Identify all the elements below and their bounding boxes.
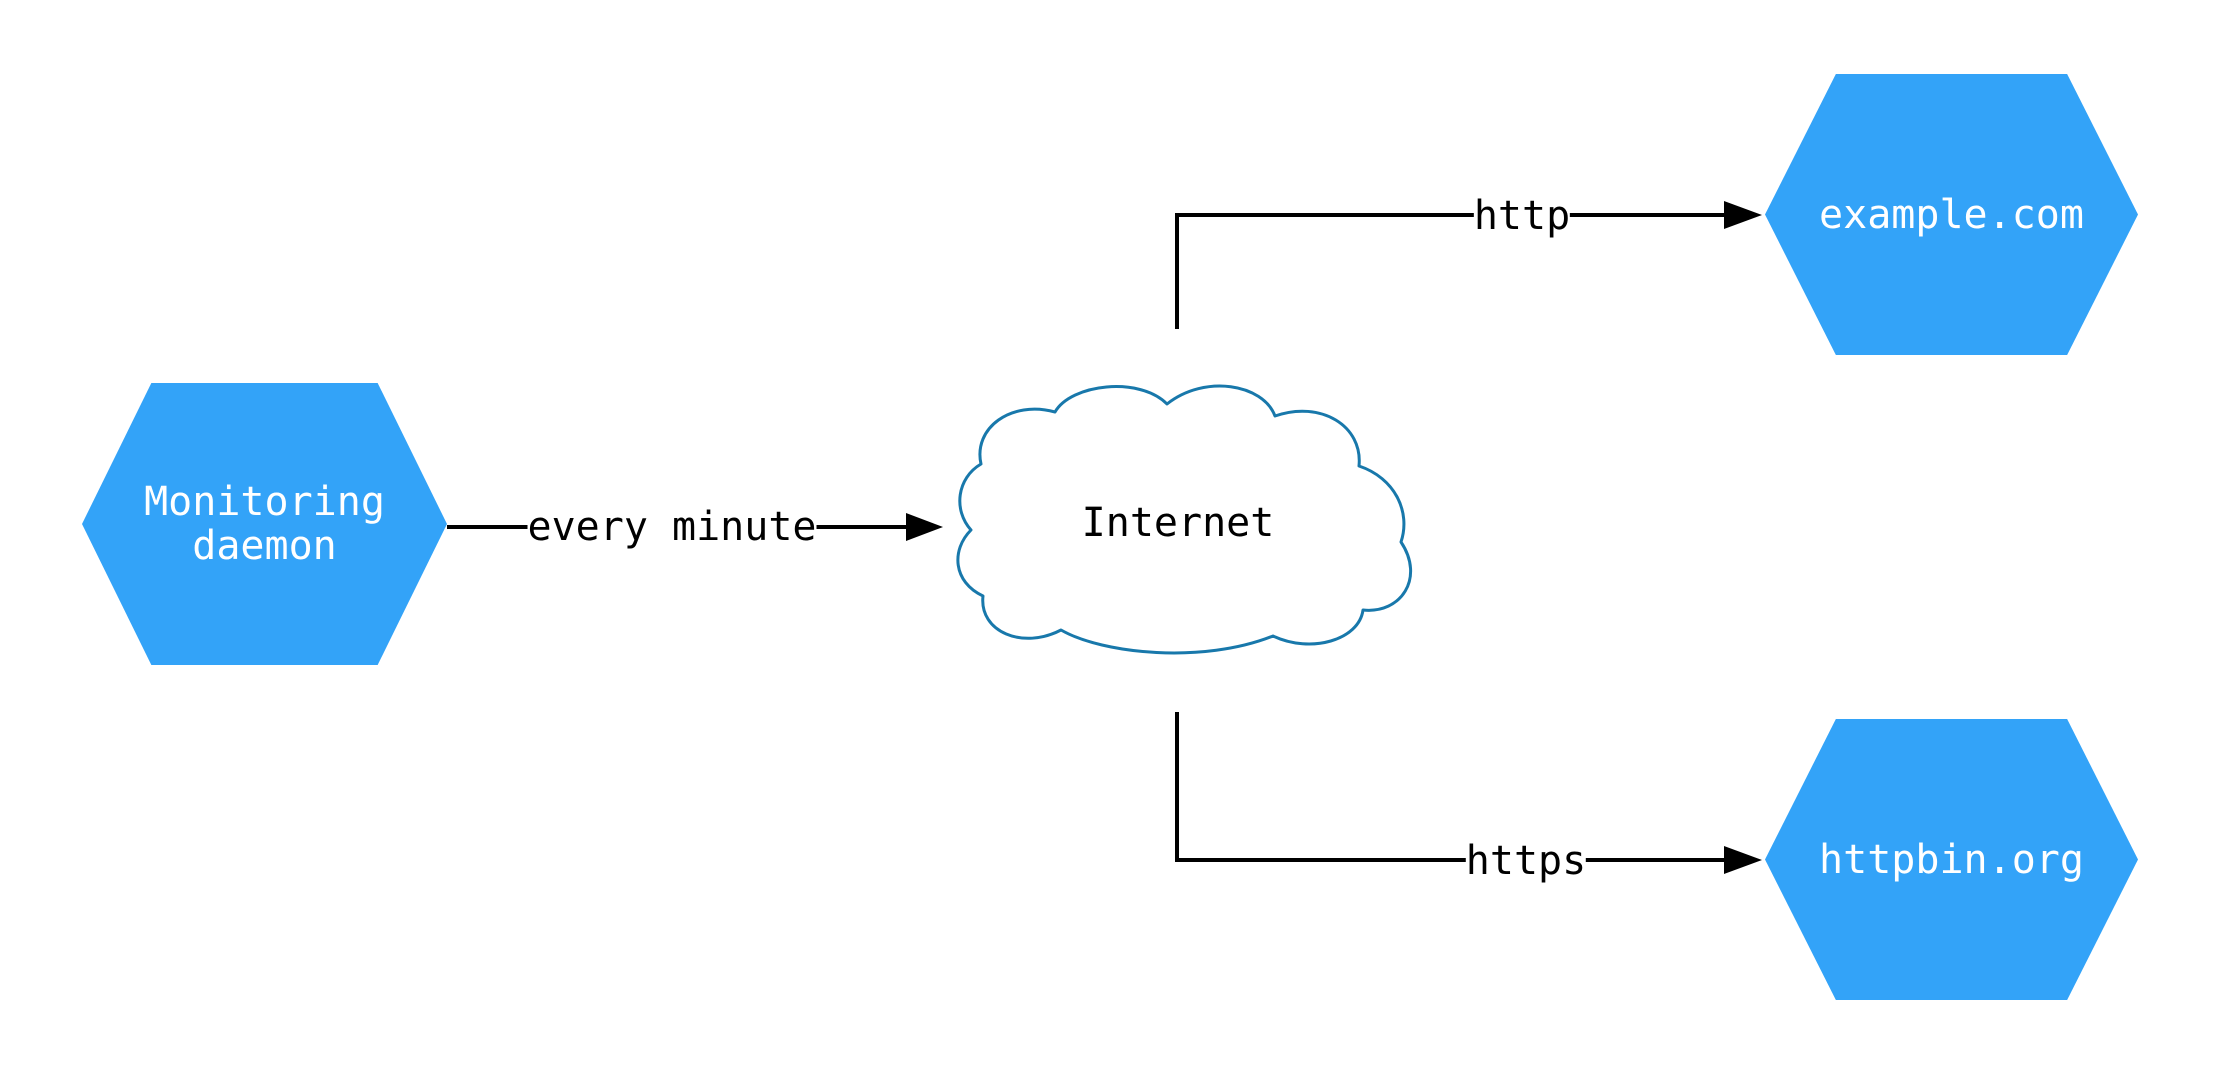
edge-every-minute-label: every minute bbox=[527, 504, 817, 550]
edge-https-line bbox=[1175, 712, 1724, 862]
node-example-com-label: example.com bbox=[1819, 191, 2084, 238]
node-httpbin-org-label: httpbin.org bbox=[1819, 836, 2084, 883]
node-example-com: example.com bbox=[1765, 74, 2138, 355]
edge-http-line bbox=[1175, 213, 1724, 329]
internet-cloud-node bbox=[956, 384, 1413, 655]
edge-http-label: http bbox=[1473, 193, 1571, 239]
arrowhead-icon bbox=[1724, 201, 1762, 229]
node-httpbin-org: httpbin.org bbox=[1765, 719, 2138, 1000]
arrowhead-icon bbox=[1724, 846, 1762, 874]
edge-https-label: https bbox=[1465, 838, 1587, 884]
node-monitoring-daemon-label: Monitoring daemon bbox=[144, 479, 385, 569]
cloud-shape-icon bbox=[956, 384, 1413, 655]
node-monitoring-daemon: Monitoring daemon bbox=[82, 383, 447, 665]
arrowhead-icon bbox=[906, 513, 943, 541]
node-internet-label: Internet bbox=[1081, 500, 1275, 546]
